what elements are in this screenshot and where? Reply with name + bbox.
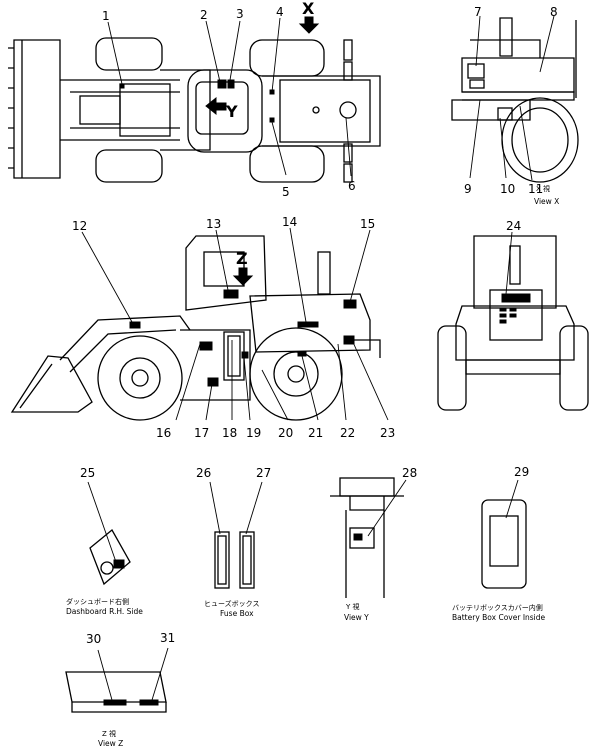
callout-10: 10 xyxy=(500,182,515,196)
callout-25: 25 xyxy=(80,466,95,480)
view-z-arrow xyxy=(232,267,254,286)
view-x-caption: View X xyxy=(534,197,559,206)
callout-5: 5 xyxy=(282,185,290,199)
decal-3-plate xyxy=(227,79,235,89)
callout-14: 14 xyxy=(282,215,297,229)
callout-8: 8 xyxy=(550,5,558,19)
view-y-marker: Y xyxy=(225,102,238,121)
callout-26: 26 xyxy=(196,466,211,480)
battery-caption-jp: バッテリボックスカバー内側 xyxy=(452,603,543,612)
callout-9: 9 xyxy=(464,182,472,196)
dashboard-detail-drawing xyxy=(87,481,131,586)
callout-7: 7 xyxy=(474,5,482,19)
callout-15: 15 xyxy=(360,217,375,231)
callout-20: 20 xyxy=(278,426,293,440)
fuse-caption-jp: ヒューズボックス xyxy=(204,599,259,608)
callout-4: 4 xyxy=(276,5,284,19)
battery-cover-detail-drawing xyxy=(481,479,527,589)
battery-caption: Battery Box Cover Inside xyxy=(452,613,546,622)
callout-28: 28 xyxy=(402,466,417,480)
view-y-detail-drawing xyxy=(330,477,407,598)
view-y-caption-jp: Y 視 xyxy=(345,602,360,611)
view-y-arrow xyxy=(205,96,227,116)
callout-27: 27 xyxy=(256,466,271,480)
side-view-drawing: Z xyxy=(10,227,389,421)
view-y-caption: View Y xyxy=(344,613,369,622)
callout-11: 11 xyxy=(528,182,543,196)
fuse-box-detail-drawing xyxy=(209,481,263,589)
fuse-caption: Fuse Box xyxy=(220,609,254,618)
callout-1: 1 xyxy=(102,9,110,23)
callout-16: 16 xyxy=(156,426,171,440)
callout-6: 6 xyxy=(348,179,356,193)
decal-2-plate xyxy=(217,79,227,89)
callout-22: 22 xyxy=(340,426,355,440)
callout-23: 23 xyxy=(380,426,395,440)
dashboard-caption-jp: ダッシュボード右側 xyxy=(66,597,129,606)
callout-29: 29 xyxy=(514,465,529,479)
top-view-drawing: Y X xyxy=(8,0,381,183)
callout-18: 18 xyxy=(222,426,237,440)
callout-13: 13 xyxy=(206,217,221,231)
view-z-marker: Z xyxy=(236,249,248,268)
view-z-caption: View Z xyxy=(98,739,123,748)
dashboard-caption: Dashboard R.H. Side xyxy=(66,607,143,616)
callout-21: 21 xyxy=(308,426,323,440)
view-z-caption-jp: Z 視 xyxy=(102,729,116,738)
rear-view-drawing xyxy=(437,231,589,411)
view-x-arrow xyxy=(298,16,320,34)
callout-2: 2 xyxy=(200,8,208,22)
callout-3: 3 xyxy=(236,7,244,21)
callout-31: 31 xyxy=(160,631,175,645)
callout-19: 19 xyxy=(246,426,261,440)
callout-17: 17 xyxy=(194,426,209,440)
callout-24: 24 xyxy=(506,219,521,233)
view-z-detail-drawing xyxy=(65,647,169,713)
callout-30: 30 xyxy=(86,632,101,646)
view-x-marker: X xyxy=(302,0,315,18)
view-x-caption-jp: X 視 xyxy=(536,184,550,193)
view-x-drawing xyxy=(451,15,579,183)
callout-12: 12 xyxy=(72,219,87,233)
